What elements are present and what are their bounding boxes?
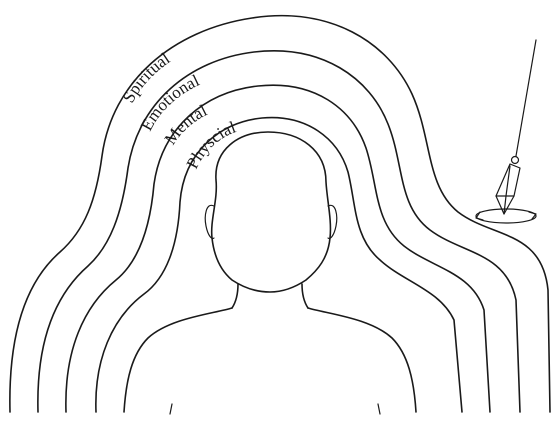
mental-layer-outline [66,85,490,412]
pendulum-bob [496,164,520,214]
pendulum-ring [512,157,519,164]
pendulum-string [516,40,536,156]
pendulum-icon [476,40,536,223]
left-shoulder [124,308,232,412]
spiritual-layer-outline [10,16,550,412]
pendulum-bob-facet [504,166,510,214]
emotional-layer-outline [38,51,520,412]
head-outline [212,132,331,292]
neck-right [302,284,308,308]
right-armpit-mark [378,404,380,414]
neck-left [232,284,238,308]
swing-arrow-left [476,212,483,220]
physical-layer-outline [96,118,462,412]
left-armpit-mark [170,404,172,414]
right-shoulder [308,308,416,412]
